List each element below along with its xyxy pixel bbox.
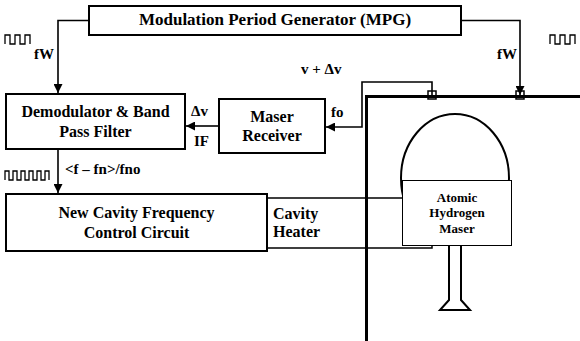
process-box: New Cavity Frequency Control Circuit bbox=[5, 193, 268, 252]
process-box: Maser Receiver bbox=[218, 98, 326, 154]
node-text: New Cavity Frequency Control Circuit bbox=[35, 203, 238, 241]
connector bbox=[326, 82, 432, 127]
connector bbox=[58, 21, 88, 94]
square-wave-symbol bbox=[5, 35, 30, 44]
node-text: Modulation Period Generator (MPG) bbox=[139, 10, 411, 30]
connector bbox=[57, 150, 59, 193]
process-box: Modulation Period Generator (MPG) bbox=[88, 5, 462, 36]
node-text: Demodulator & Band Pass Filter bbox=[13, 102, 178, 140]
signal-label: IF bbox=[193, 133, 210, 150]
node-text: Atomic Hydrogen Maser bbox=[422, 190, 492, 237]
signal-label: v + Δv bbox=[300, 61, 342, 78]
signal-label: Δv bbox=[190, 103, 209, 120]
maser-label-box: Atomic Hydrogen Maser bbox=[402, 180, 512, 246]
square-wave-symbol bbox=[550, 35, 575, 44]
signal-label: <f – fn>/fno bbox=[64, 161, 141, 178]
signal-label: fW bbox=[33, 46, 55, 63]
signal-label: fW bbox=[496, 46, 518, 63]
part-name: Cavity Heater bbox=[272, 205, 344, 242]
connector bbox=[462, 21, 520, 96]
process-box: Demodulator & Band Pass Filter bbox=[5, 93, 186, 150]
square-wave-symbol bbox=[5, 171, 49, 180]
maser-stem bbox=[440, 241, 470, 310]
node-text: Maser Receiver bbox=[224, 107, 320, 145]
signal-label: fo bbox=[330, 104, 345, 121]
maser-housing: Atomic Hydrogen Maser bbox=[365, 95, 580, 341]
connector bbox=[186, 125, 218, 127]
